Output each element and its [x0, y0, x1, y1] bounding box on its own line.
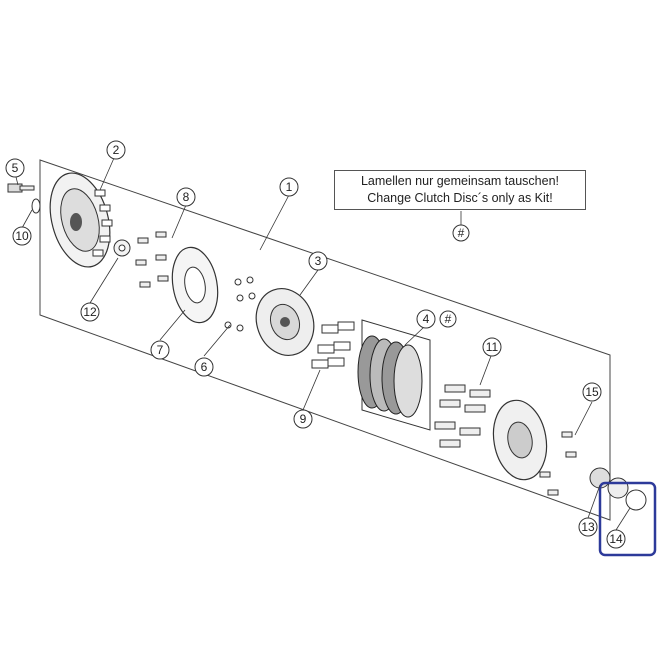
svg-text:9: 9: [300, 412, 307, 426]
bolts-part-8: [135, 231, 169, 288]
pressure-plate-part-7: [171, 246, 219, 324]
callout-8: 8: [176, 187, 196, 207]
callout-11: 11: [482, 337, 502, 357]
callout-3: 3: [308, 251, 328, 271]
sleeve-part-14: [625, 489, 647, 511]
callout-1: 1: [279, 177, 299, 197]
svg-text:#: #: [458, 226, 465, 240]
svg-text:2: 2: [113, 143, 120, 157]
screws-part-15: [539, 431, 577, 496]
svg-text:3: 3: [315, 254, 322, 268]
clutch-disc-pack-part-4: [357, 319, 431, 431]
callout-14: 14: [606, 529, 626, 549]
note-line-english: Change Clutch Disc´s only as Kit!: [367, 191, 553, 205]
callout-7: 7: [150, 340, 170, 360]
pressure-disc: [492, 399, 548, 481]
callout-2: 2: [106, 140, 126, 160]
svg-text:15: 15: [585, 385, 599, 399]
svg-text:6: 6: [201, 360, 208, 374]
callout-13: 13: [578, 517, 598, 537]
callout-5: 5: [5, 158, 25, 178]
callout-9: 9: [293, 409, 313, 429]
svg-text:1: 1: [286, 180, 293, 194]
callout-4-hash: #: [439, 310, 457, 328]
svg-text:10: 10: [15, 229, 29, 243]
svg-text:4: 4: [423, 312, 430, 326]
callout-15: 15: [582, 382, 602, 402]
pins-part-6: [224, 276, 256, 332]
svg-text:5: 5: [12, 161, 19, 175]
assembly-frame: [39, 159, 611, 521]
callout-12: 12: [80, 302, 100, 322]
washer-part-10: [31, 198, 41, 214]
screw-part-5: [7, 183, 35, 193]
springs-part-9: [311, 321, 355, 369]
svg-text:14: 14: [609, 532, 623, 546]
svg-text:7: 7: [157, 343, 164, 357]
highlight-box: [598, 481, 657, 557]
note-line-german: Lamellen nur gemeinsam tauschen!: [360, 174, 560, 188]
pins-part-11: [434, 384, 491, 448]
callout-10: 10: [12, 226, 32, 246]
kit-note-box: Lamellen nur gemeinsam tauschen! Change …: [334, 170, 586, 210]
svg-text:11: 11: [486, 340, 499, 354]
leader-lines: [15, 157, 631, 531]
inner-hub-part-3: [255, 288, 315, 356]
svg-text:12: 12: [83, 305, 97, 319]
svg-text:13: 13: [581, 520, 595, 534]
svg-text:#: #: [445, 312, 452, 326]
svg-text:8: 8: [183, 190, 190, 204]
callout-6: 6: [194, 357, 214, 377]
callout-note-ref: #: [452, 224, 470, 242]
clutch-basket-part: [49, 172, 113, 268]
callout-4: 4: [416, 309, 436, 329]
